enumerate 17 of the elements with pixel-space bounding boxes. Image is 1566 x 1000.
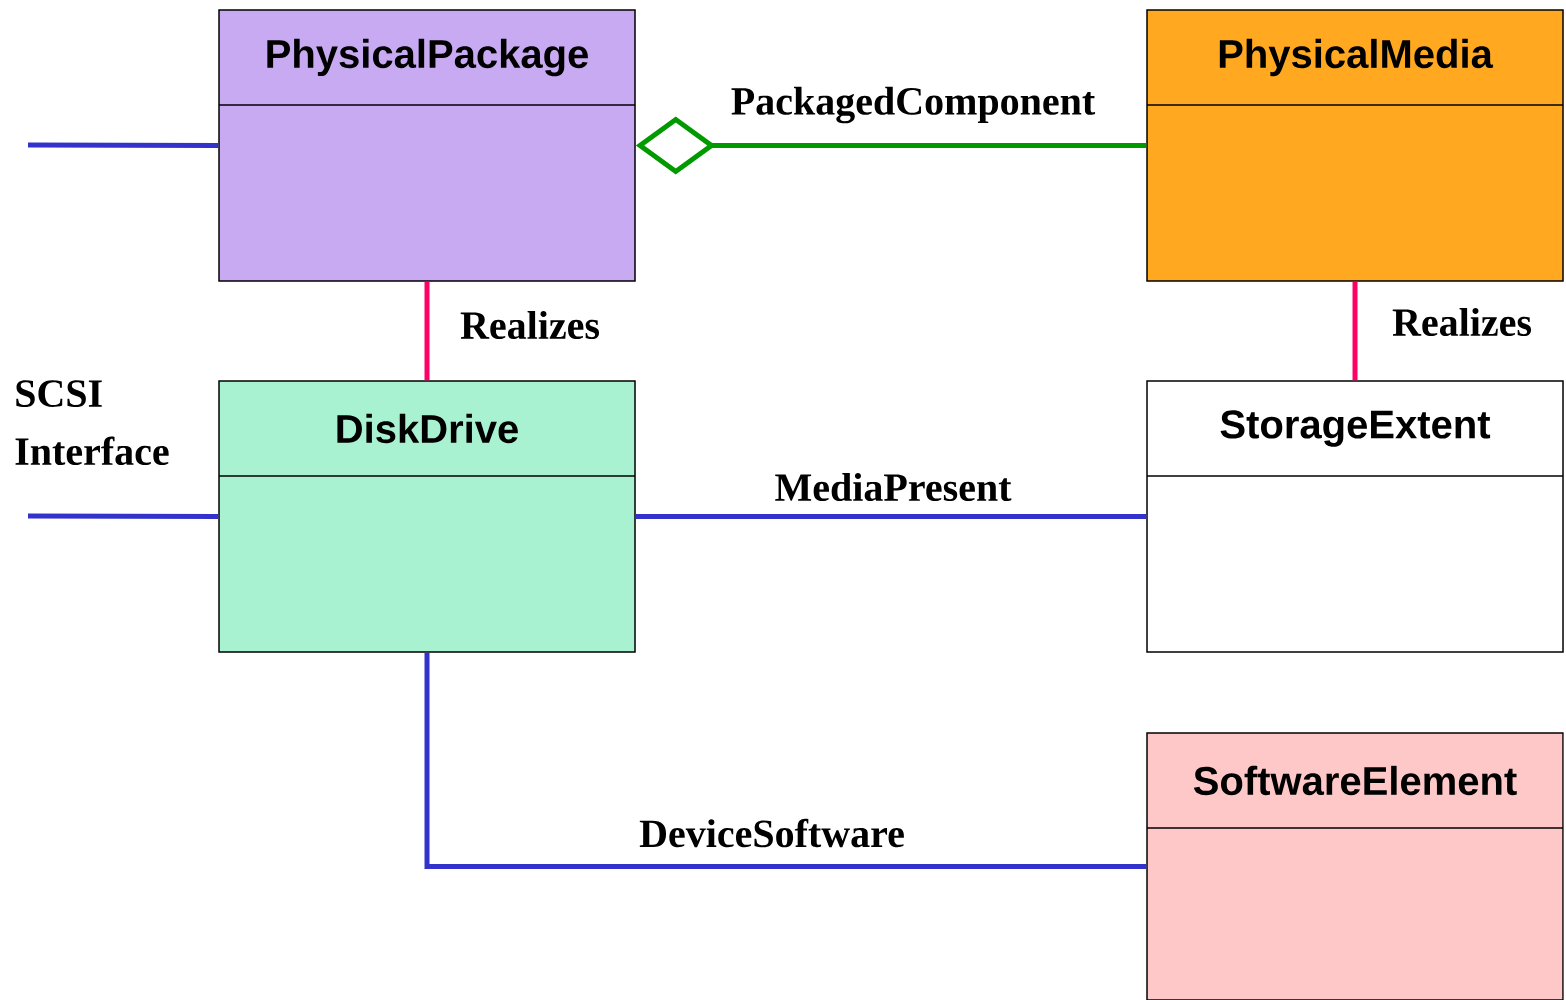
connector-line (28, 142, 219, 148)
connector-line (424, 652, 1147, 869)
connector-line (1352, 281, 1358, 381)
connector-line (635, 514, 1147, 519)
edge-label: PackagedComponent (728, 84, 1098, 126)
edge-label: Realizes (1390, 305, 1534, 339)
connector-line (424, 281, 430, 381)
edge-label: MediaPresent (772, 470, 1014, 504)
class-box: DiskDrive (218, 380, 636, 653)
edge-label: DeviceSoftware (637, 816, 907, 850)
connector-line (28, 513, 219, 519)
class-box: StorageExtent (1146, 380, 1564, 653)
class-box: SoftwareElement (1146, 732, 1564, 1000)
edge-label: SCSI Interface (15, 380, 169, 466)
class-box: PhysicalPackage (218, 9, 636, 282)
class-box: PhysicalMedia (1146, 9, 1564, 282)
edge-label: Realizes (458, 308, 602, 342)
